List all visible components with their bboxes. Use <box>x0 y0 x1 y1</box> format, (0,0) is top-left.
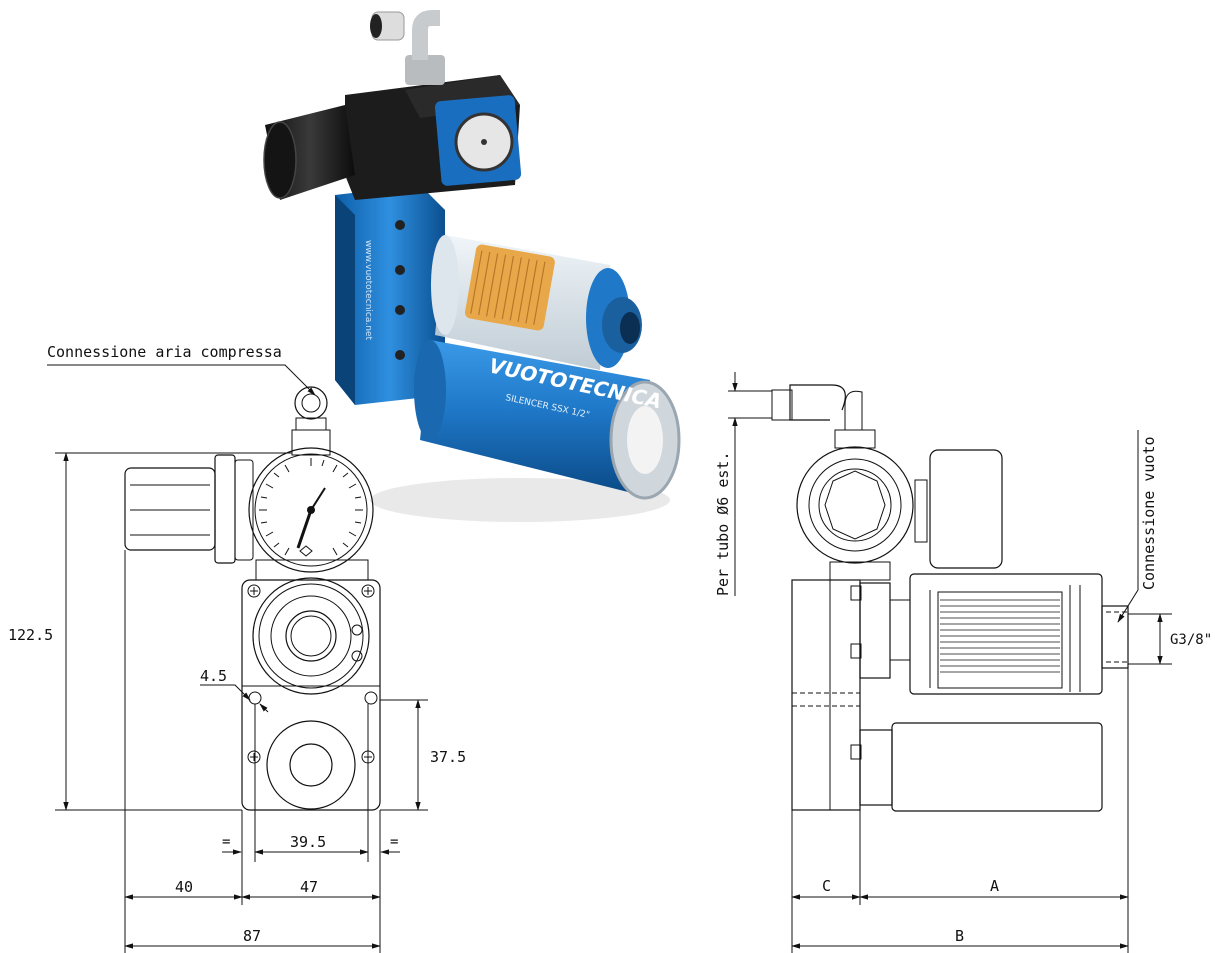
dim-hole-dia: 4.5 <box>200 667 227 685</box>
dim-c: C <box>822 877 831 895</box>
photo-website-text: www.vuototecnica.net <box>363 240 373 340</box>
side-view: Per tubo Ø6 est. Connessione vuoto G3/8"… <box>714 372 1212 953</box>
dim-equal-right: = <box>390 834 398 850</box>
dim-hole-spacing: 39.5 <box>290 833 326 851</box>
dim-hole-height: 37.5 <box>430 748 466 766</box>
label-thread: G3/8" <box>1170 632 1212 648</box>
label-vacuum-connection: Connessione vuoto <box>1140 436 1158 590</box>
dim-b: B <box>955 927 964 945</box>
dim-width-left: 40 <box>175 878 193 896</box>
dim-equal-left: = <box>222 834 230 850</box>
label-compressed-air: Connessione aria compressa <box>47 343 282 361</box>
front-body-outline <box>241 579 381 811</box>
dim-width-total: 87 <box>243 927 261 945</box>
dim-height-total: 122.5 <box>8 626 53 644</box>
dim-a: A <box>990 877 999 895</box>
product-photo: www.vuototecnica.net VUOTOTECNICA SILENC… <box>263 9 681 522</box>
label-tube: Per tubo Ø6 est. <box>714 452 732 597</box>
front-view: Connessione aria compressa 122.5 4.5 37.… <box>8 343 466 953</box>
dim-width-body: 47 <box>300 878 318 896</box>
